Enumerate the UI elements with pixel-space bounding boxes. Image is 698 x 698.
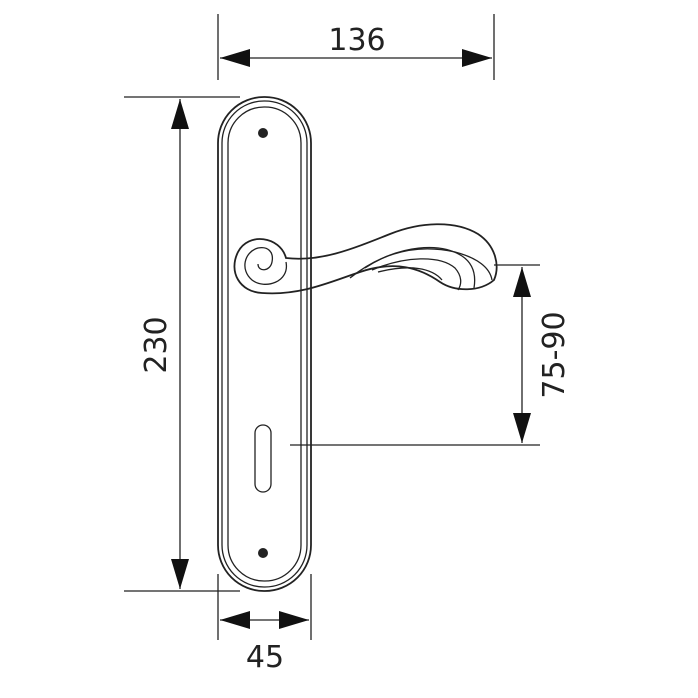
- width-total-label: 136: [328, 23, 385, 58]
- dimension-width-total: 136: [217, 14, 495, 80]
- screw-hole-top: [258, 128, 268, 138]
- keyhole: [254, 424, 272, 493]
- dimension-handle-to-keyhole: 75-90: [290, 264, 572, 446]
- plate-width-label: 45: [246, 640, 284, 675]
- screw-hole-bottom: [258, 548, 268, 558]
- lever-handle: [233, 223, 498, 295]
- backplate: [217, 96, 312, 592]
- dimension-plate-width: 45: [217, 574, 312, 675]
- handle-to-keyhole-label: 75-90: [537, 311, 572, 398]
- height-total-label: 230: [139, 316, 174, 373]
- dimension-height-total: 230: [124, 96, 240, 592]
